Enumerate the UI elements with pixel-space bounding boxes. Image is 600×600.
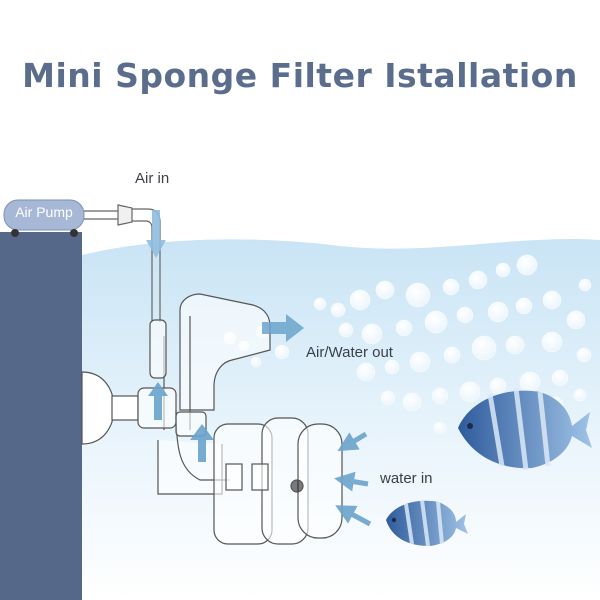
- air-pump-label: Air Pump: [15, 204, 73, 220]
- air-pump: [3, 199, 85, 237]
- air-water-out-arrow: [262, 314, 304, 342]
- page-title: Mini Sponge Filter Istallation: [22, 56, 578, 95]
- air-in-arrow: [146, 210, 166, 258]
- angelfish-large: [458, 387, 592, 471]
- flow-arrows: [148, 382, 214, 462]
- tank-wall: [0, 232, 82, 600]
- water-in-label: water in: [380, 470, 433, 487]
- angelfish-small: [386, 499, 468, 547]
- air-water-out-label: Air/Water out: [306, 344, 393, 361]
- suction-cup: [81, 371, 139, 445]
- air-in-label: Air in: [135, 170, 170, 187]
- water-in-arrows: [334, 431, 372, 527]
- filter-body: [137, 293, 343, 545]
